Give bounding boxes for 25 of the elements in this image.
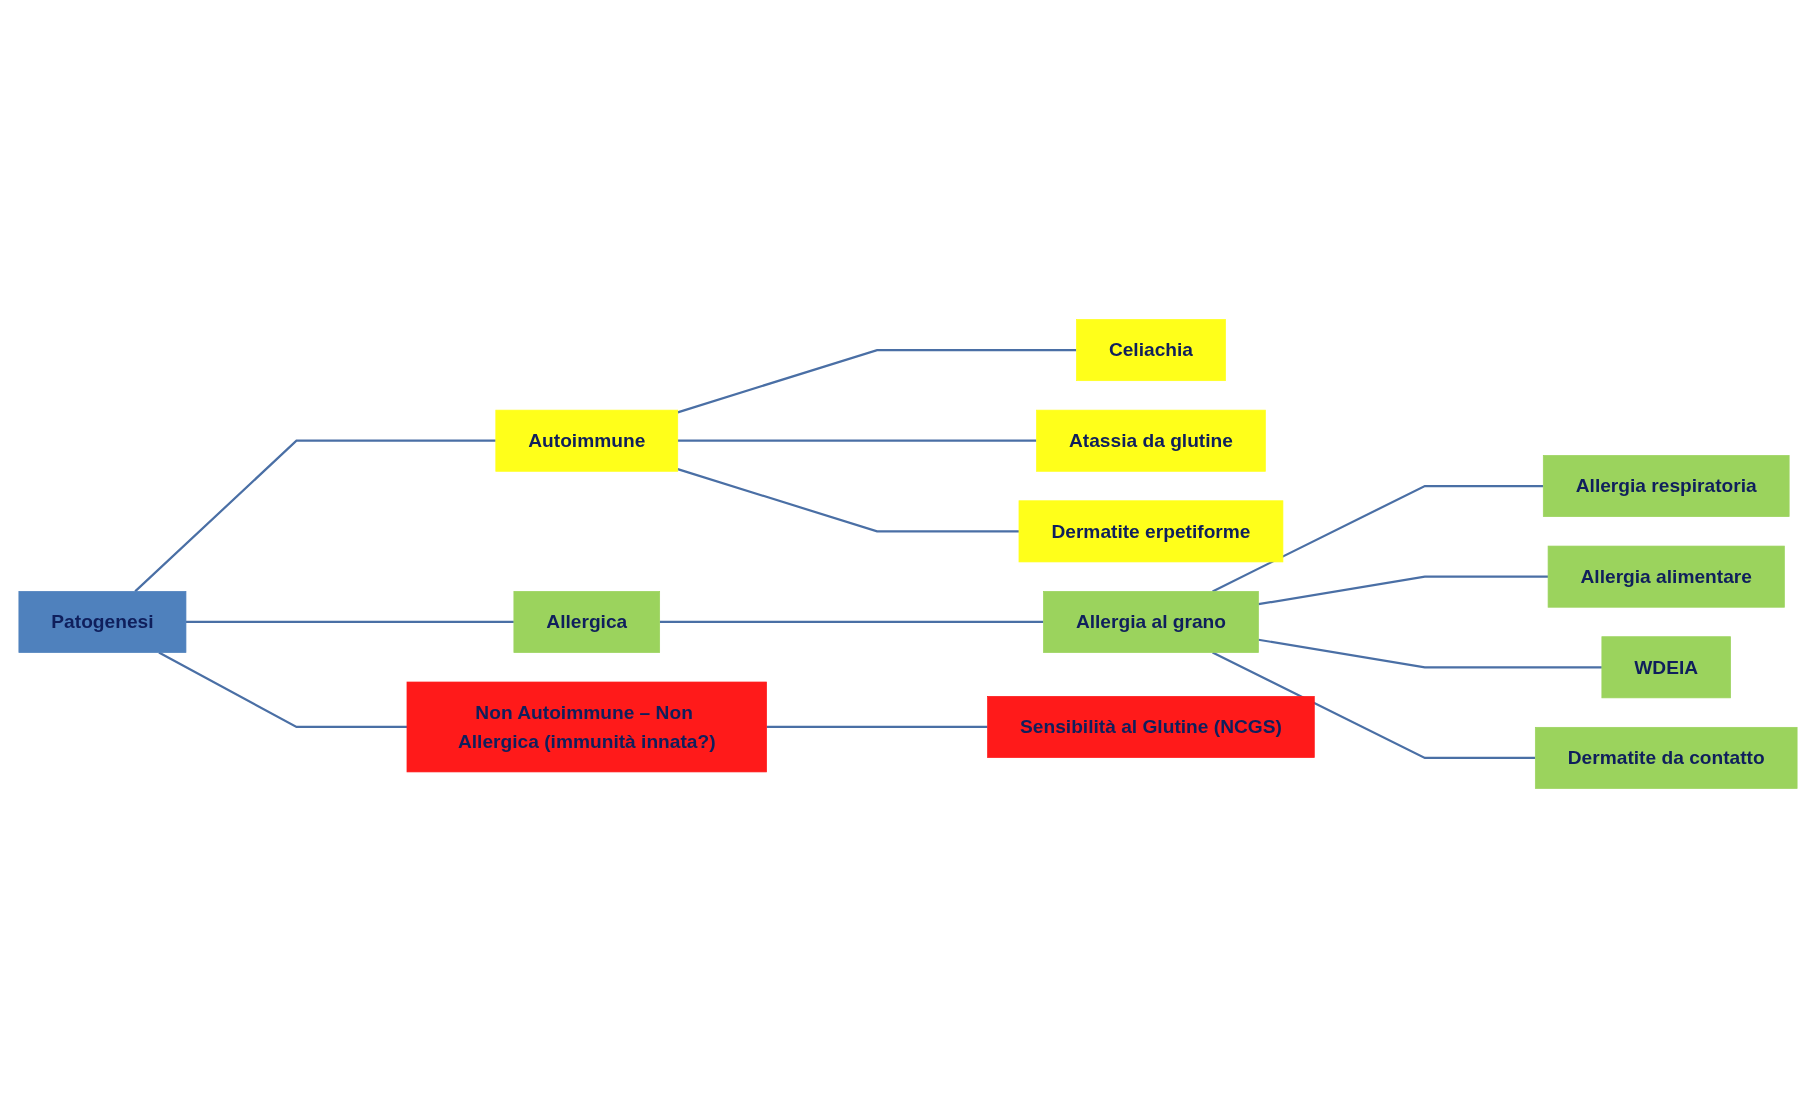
connector	[659, 620, 1044, 623]
node-box: Allergia al grano	[1043, 590, 1259, 653]
node-box: Dermatite da contatto	[1534, 726, 1798, 789]
connector	[134, 439, 496, 592]
node-box: Patogenesi	[18, 590, 187, 653]
node-box: Autoimmune	[495, 409, 679, 472]
node-box: Dermatite erpetiforme	[1018, 499, 1284, 562]
node-box: Atassia da glutine	[1036, 409, 1266, 472]
node-box: Allergica	[513, 590, 660, 653]
connector	[1258, 638, 1602, 668]
connector	[677, 348, 1077, 413]
connector	[1212, 484, 1544, 592]
node-box: WDEIA	[1601, 635, 1731, 698]
connector	[158, 651, 407, 728]
connector	[185, 620, 514, 623]
connector	[1258, 575, 1549, 605]
connector	[677, 439, 1037, 442]
connector	[677, 467, 1019, 532]
connector	[1212, 651, 1536, 759]
node-box: Sensibilità al Glutine (NCGS)	[987, 695, 1315, 758]
node-box: Non Autoimmune – Non Allergica (immunità innata?)	[406, 681, 767, 772]
connector	[766, 725, 988, 728]
node-box: Allergia respiratoria	[1542, 454, 1790, 517]
node-box: Allergia alimentare	[1547, 545, 1785, 608]
node-box: Celiachia	[1076, 318, 1226, 381]
